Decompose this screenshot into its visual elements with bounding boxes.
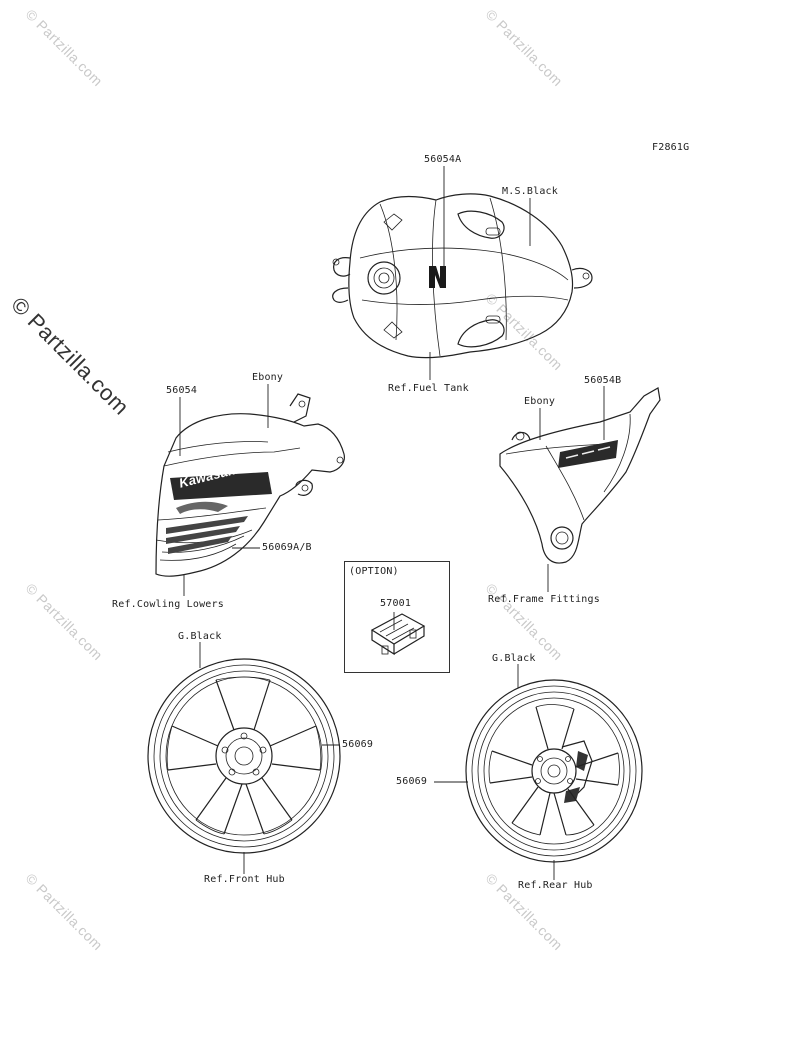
option-title: (OPTION) — [349, 566, 399, 577]
reference-label: Ref.Front Hub — [204, 874, 285, 885]
part-label: 57001 — [380, 598, 412, 609]
option-clip-illustration — [370, 612, 426, 656]
finish-label: Ebony — [524, 396, 556, 407]
figure-code: F2861G — [652, 142, 690, 153]
option-box — [344, 561, 450, 673]
finish-label: G.Black — [492, 653, 536, 664]
fuel-tank-illustration — [332, 166, 593, 380]
cowling-illustration — [155, 384, 345, 596]
part-label: 56069A/B — [262, 542, 312, 553]
part-label: 56054A — [424, 154, 462, 165]
finish-label: M.S.Black — [502, 186, 558, 197]
finish-label: Ebony — [252, 372, 284, 383]
reference-label: Ref.Fuel Tank — [388, 383, 469, 394]
part-label: 56069 — [342, 739, 374, 750]
front-wheel-leaders — [199, 642, 340, 874]
front-wheel-illustration — [147, 658, 341, 854]
part-label: 56069 — [396, 776, 428, 787]
frame-cover-illustration — [499, 386, 661, 592]
part-label: 56054 — [166, 385, 198, 396]
finish-label: G.Black — [178, 631, 222, 642]
reference-label: Ref.Frame Fittings — [488, 594, 600, 605]
rear-wheel-illustration — [465, 679, 643, 863]
reference-label: Ref.Cowling Lowers — [112, 599, 224, 610]
reference-label: Ref.Rear Hub — [518, 880, 593, 891]
part-label: 56054B — [584, 375, 622, 386]
rear-wheel-leaders — [434, 664, 555, 880]
